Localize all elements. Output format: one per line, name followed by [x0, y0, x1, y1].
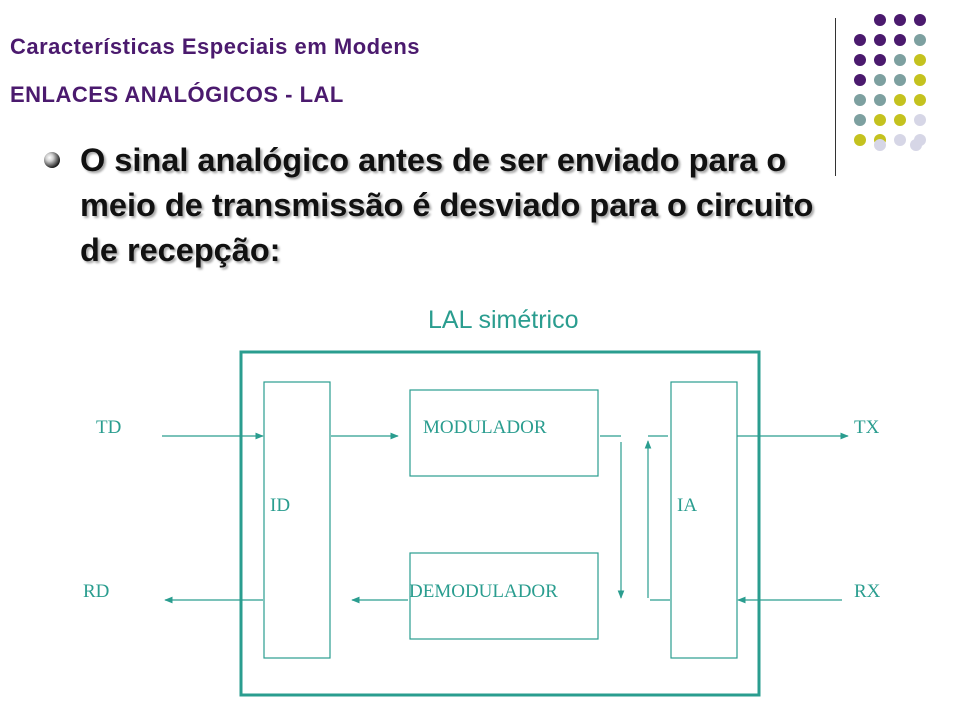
ia-label: IA — [677, 495, 697, 516]
decorative-dot — [854, 114, 866, 126]
outer-frame — [239, 350, 761, 697]
decorative-dot — [874, 139, 886, 151]
decorative-dot — [910, 139, 922, 151]
bullet-text: O sinal analógico antes de ser enviado p… — [80, 142, 814, 268]
decorative-dot — [854, 54, 866, 66]
slide-title: Características Especiais em Modens — [10, 34, 421, 59]
port-rx-label: RX — [854, 581, 881, 602]
demodulator-block — [409, 552, 599, 640]
decorative-dot — [914, 114, 926, 126]
decorative-dot — [874, 114, 886, 126]
decorative-dot-grid — [854, 14, 926, 151]
decorative-dot — [854, 134, 866, 146]
decorative-dot — [894, 94, 906, 106]
slide-subtitle: ENLACES ANALÓGICOS - LAL — [10, 82, 344, 107]
decorative-dot — [914, 74, 926, 86]
decorative-dot — [914, 34, 926, 46]
decorative-dot — [894, 14, 906, 26]
decorative-dot — [914, 54, 926, 66]
ia-block — [670, 381, 738, 659]
modulator-block — [409, 389, 599, 477]
port-td-label: TD — [96, 417, 121, 438]
bullet-icon — [44, 152, 60, 168]
decorative-dot — [914, 94, 926, 106]
decorative-dot — [874, 34, 886, 46]
decorative-dot — [914, 14, 926, 26]
decorative-dot — [854, 94, 866, 106]
port-tx-label: TX — [854, 417, 880, 438]
id-label: ID — [270, 495, 290, 516]
decorative-dot — [874, 14, 886, 26]
decorative-dot — [894, 34, 906, 46]
decorative-dot — [874, 94, 886, 106]
decorative-dot — [894, 54, 906, 66]
demodulator-label: DEMODULADOR — [409, 581, 558, 602]
decorative-dot — [894, 114, 906, 126]
modulator-label: MODULADOR — [423, 417, 547, 438]
decorative-dot — [854, 74, 866, 86]
port-rd-label: RD — [83, 581, 109, 602]
decorative-dot — [874, 74, 886, 86]
id-block — [263, 381, 331, 659]
decorative-dot — [854, 34, 866, 46]
diagram-caption: LAL simétrico — [428, 306, 579, 334]
decorative-dot — [894, 134, 906, 146]
decorative-dot — [874, 54, 886, 66]
header-divider — [835, 18, 836, 176]
decorative-dot — [894, 74, 906, 86]
